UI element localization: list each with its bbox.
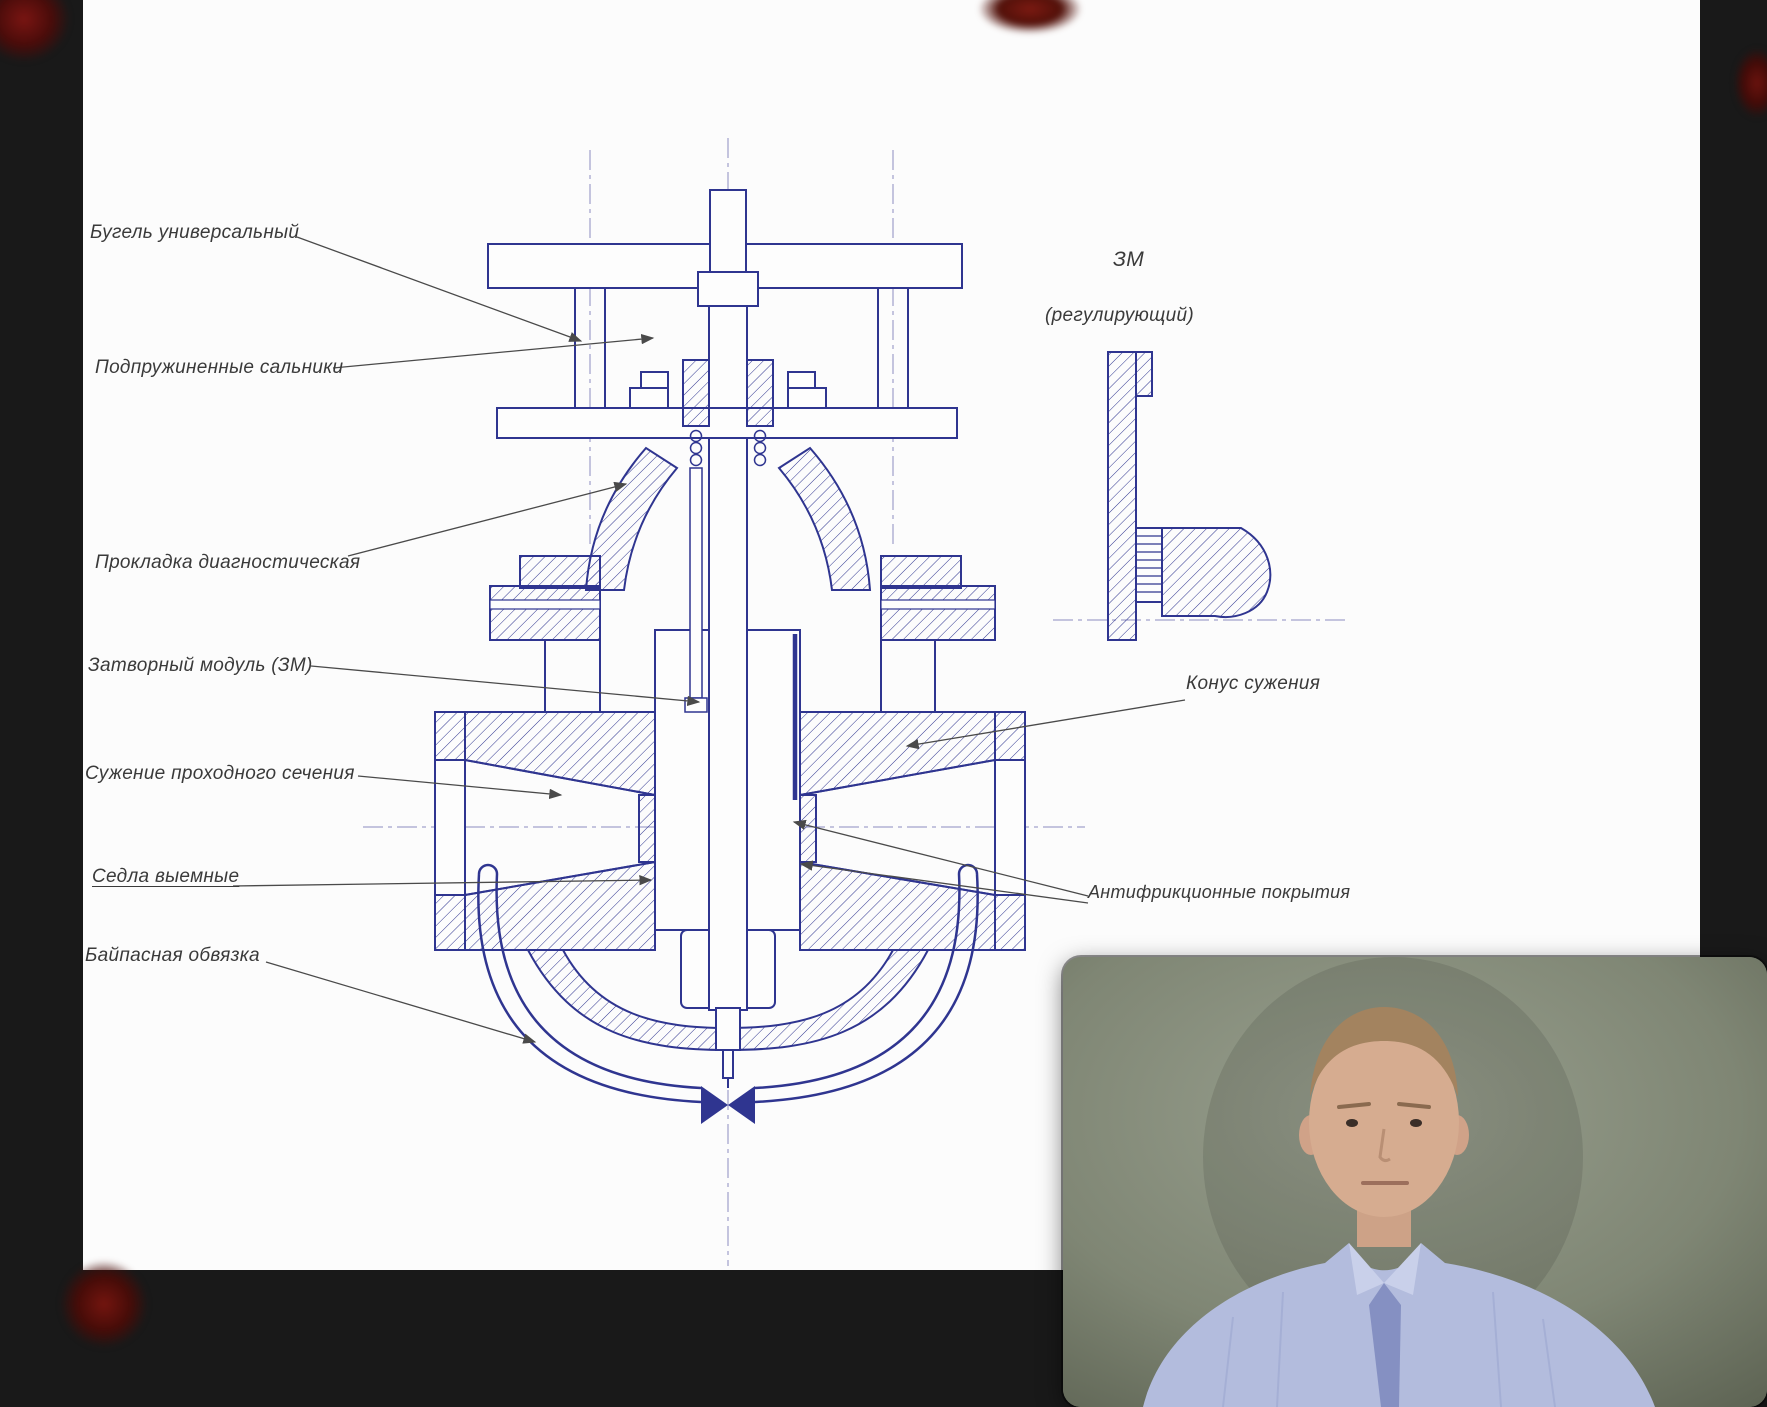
callout-salniki: Подпружиненные сальники	[95, 357, 344, 378]
leader-lines	[232, 236, 1186, 1044]
callout-prokladka: Прокладка диагностическая	[95, 552, 361, 573]
callout-zatvorny-modul: Затворный модуль (ЗМ)	[88, 655, 313, 676]
corner-artifact-top-left	[0, 0, 70, 62]
presenter	[1063, 957, 1767, 1407]
valve-body	[434, 711, 1026, 1052]
valve-drawing	[232, 138, 1345, 1266]
detail-caption-zm: ЗМ	[1113, 248, 1144, 271]
corner-artifact-bottom-left	[60, 1260, 148, 1348]
callout-suzhenie: Сужение проходного сечения	[85, 763, 355, 784]
bonnet-assembly	[489, 446, 996, 712]
yoke-assembly	[487, 189, 963, 467]
presenter-video[interactable]	[1063, 957, 1767, 1407]
callout-antifriction: Антифрикционные покрытия	[1088, 882, 1351, 902]
callout-bugel: Бугель универсальный	[90, 222, 300, 243]
callout-konus: Конус сужения	[1186, 673, 1321, 694]
corner-artifact-right	[1734, 48, 1767, 118]
regulating-element-detail	[1107, 351, 1272, 641]
callout-baypas: Байпасная обвязка	[85, 945, 260, 966]
detail-caption-reguliruyushchiy: (регулирующий)	[1045, 305, 1194, 326]
callout-sedla: Седла выемные	[92, 866, 240, 887]
shared-document: Бугель универсальный Подпружиненные саль…	[83, 0, 1700, 1270]
drain-valve-symbol	[701, 1086, 755, 1124]
